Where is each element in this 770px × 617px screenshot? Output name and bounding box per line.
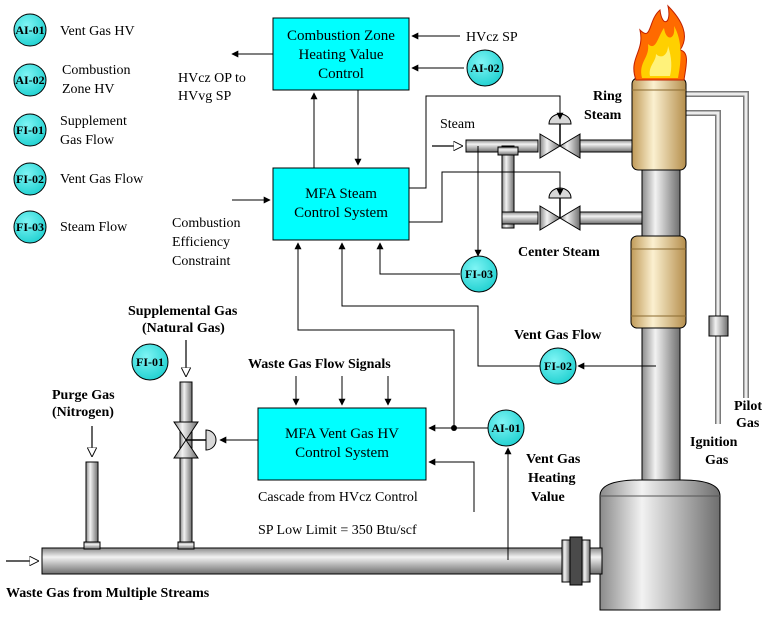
ignition-gas-label: Gas [705, 453, 729, 468]
legend-text: Gas Flow [60, 133, 115, 148]
legend-text: Zone HV [62, 82, 115, 97]
supplemental-gas-pipe [179, 381, 193, 549]
flame-icon [633, 4, 687, 81]
supplemental-gas-valve[interactable] [173, 421, 217, 459]
signal-lines [219, 32, 656, 560]
ignition-gas-line [684, 110, 721, 424]
steam-label: Steam [440, 117, 475, 132]
legend-ai01: AI-01 Vent Gas HV [13, 13, 135, 47]
legend-tag: FI-01 [16, 123, 44, 137]
legend: AI-01 Vent Gas HV AI-02 Combustion Zone … [13, 13, 144, 244]
ignition-gas-label: Ignition [690, 435, 738, 450]
ignition-fitting [708, 315, 729, 337]
legend-text: Vent Gas Flow [60, 172, 144, 187]
instrument-tag: FI-03 [465, 267, 493, 281]
purge-gas-label: Purge Gas [52, 388, 115, 403]
box-line: Control System [294, 205, 388, 221]
flare-stack [599, 4, 749, 611]
flare-tip [631, 77, 687, 171]
pilot-gas-label: Pilot [734, 399, 762, 414]
vent-gas-hv-label: Vent Gas [526, 452, 581, 467]
legend-tag: FI-03 [16, 220, 44, 234]
waste-gas-multi-label: Waste Gas from Multiple Streams [6, 586, 210, 601]
steam-control-box[interactable]: MFA Steam Control System [272, 167, 410, 241]
waste-gas-piping [6, 340, 603, 586]
knockout-drum [599, 479, 721, 611]
purge-gas-pipe [85, 461, 99, 549]
pilot-gas-label: Gas [736, 416, 760, 431]
signal-junction [451, 425, 457, 431]
legend-text: Supplement [60, 114, 127, 129]
stack-seal-section [630, 235, 687, 329]
waste-gas-header [41, 547, 603, 575]
hvcz-op-label: HVcz OP to [178, 71, 246, 86]
instrument-tag: FI-02 [544, 359, 572, 373]
ai02-instrument[interactable]: AI-02 [466, 49, 504, 87]
legend-fi02: FI-02 Vent Gas Flow [13, 162, 144, 196]
vent-gas-flow-label: Vent Gas Flow [514, 328, 602, 343]
legend-fi01: FI-01 Supplement Gas Flow [13, 113, 127, 148]
vent-gas-control-box[interactable]: MFA Vent Gas HV Control System [257, 407, 427, 481]
cascade-label: Cascade from HVcz Control [258, 490, 418, 505]
instrument-tag: AI-02 [470, 61, 499, 75]
legend-ai02: AI-02 Combustion Zone HV [13, 63, 130, 97]
instrument-tag: AI-01 [491, 421, 520, 435]
labels: HVcz SP HVcz OP to HVvg SP Combustion Ef… [6, 30, 762, 601]
waste-gas-flow-signals-label: Waste Gas Flow Signals [248, 357, 391, 372]
box-line: Combustion Zone [287, 28, 395, 44]
legend-text: Combustion [62, 63, 130, 78]
box-line: MFA Vent Gas HV [285, 426, 399, 442]
box-line: Heating Value [298, 47, 383, 63]
legend-tag: FI-02 [16, 172, 44, 186]
vent-gas-hv-label: Value [531, 490, 565, 505]
legend-text: Steam Flow [60, 220, 128, 235]
fi01-instrument[interactable]: FI-01 [131, 343, 169, 381]
vent-gas-hv-label: Heating [528, 471, 575, 486]
steam-piping [432, 113, 643, 231]
supplemental-gas-label: (Natural Gas) [142, 321, 225, 336]
czhv-control-box[interactable]: Combustion Zone Heating Value Control [272, 17, 410, 91]
combustion-eff-label: Combustion [172, 216, 240, 231]
box-line: Control System [295, 445, 389, 461]
legend-tag: AI-01 [15, 23, 44, 37]
ai01-instrument[interactable]: AI-01 [487, 409, 525, 447]
ring-steam-valve[interactable] [539, 113, 581, 159]
combustion-eff-label: Constraint [172, 254, 230, 269]
legend-fi03: FI-03 Steam Flow [13, 210, 128, 244]
box-line: Control [318, 66, 364, 82]
instrument-tag: FI-01 [136, 355, 164, 369]
center-steam-label: Center Steam [518, 245, 600, 260]
sp-low-limit-label: SP Low Limit = 350 Btu/scf [258, 523, 417, 538]
fi02-instrument[interactable]: FI-02 [539, 347, 577, 385]
supplemental-gas-label: Supplemental Gas [128, 304, 238, 319]
hvcz-sp-label: HVcz SP [466, 30, 518, 45]
fi03-instrument[interactable]: FI-03 [460, 255, 498, 293]
legend-text: Vent Gas HV [60, 24, 135, 39]
hvcz-op-label: HVvg SP [178, 89, 232, 104]
purge-gas-label: (Nitrogen) [52, 405, 114, 420]
box-line: MFA Steam [305, 186, 377, 202]
ring-steam-label: Ring [593, 89, 622, 104]
legend-tag: AI-02 [15, 73, 44, 87]
combustion-eff-label: Efficiency [172, 235, 230, 250]
ring-steam-label: Steam [584, 108, 622, 123]
